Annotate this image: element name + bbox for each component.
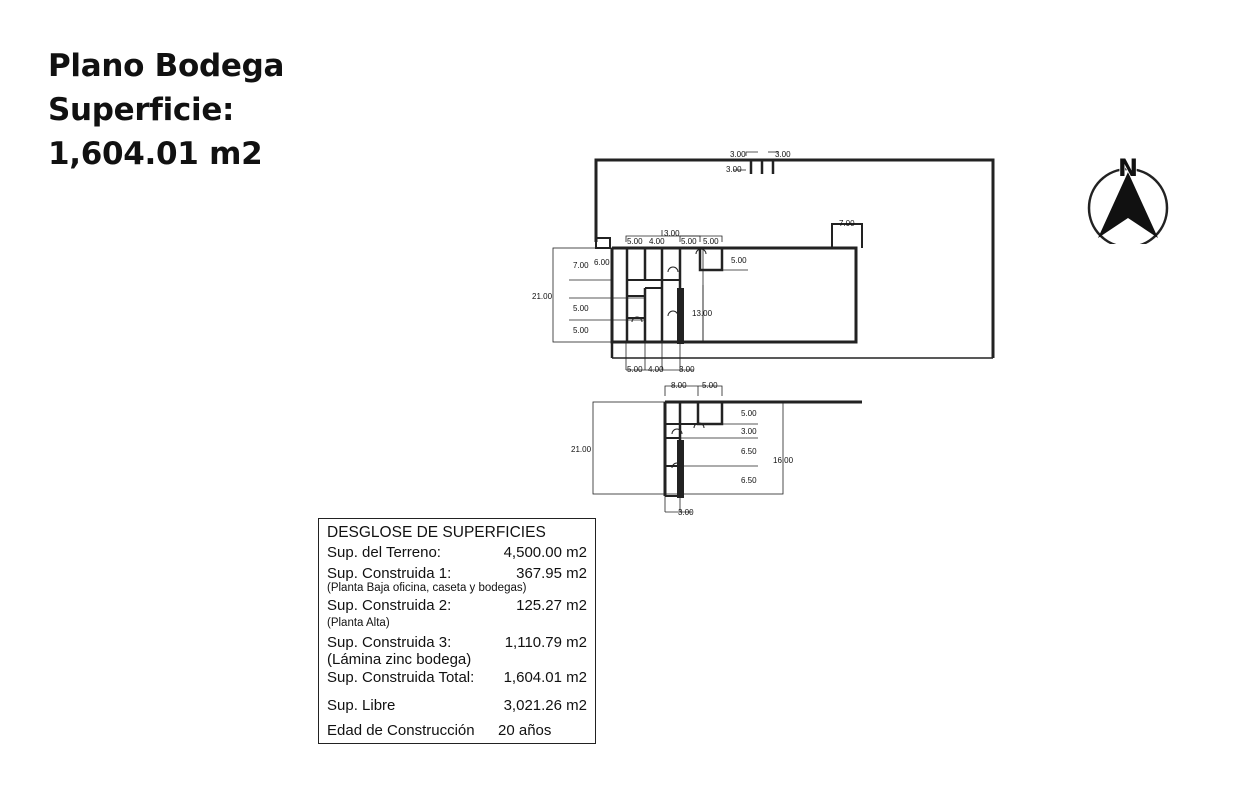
lot-boundary xyxy=(594,158,995,359)
dim-left-total: 21.00 xyxy=(532,292,553,301)
dim-left-5b: 5.00 xyxy=(573,326,589,335)
dim-top-right-notch: 7.00 xyxy=(839,219,855,228)
c1-label: Sup. Construida 1: xyxy=(327,565,452,582)
north-arrow-icon: N xyxy=(1087,153,1169,244)
dim-row-top-3: 3.00 xyxy=(664,229,680,238)
edad-label: Edad de Construcción xyxy=(327,722,475,739)
dim-row-top-2: 4.00 xyxy=(649,237,665,246)
libre-label: Sup. Libre xyxy=(327,697,396,714)
lower-building xyxy=(663,400,862,498)
title-line-2: Superficie: xyxy=(48,92,235,128)
table-header: DESGLOSE DE SUPERFICIES xyxy=(327,524,546,541)
c1-note: (Planta Baja oficina, caseta y bodegas) xyxy=(327,582,527,594)
compass-letter: N xyxy=(1118,154,1138,182)
dim-lower-right-4: 6.50 xyxy=(741,476,757,485)
dim-left-7: 7.00 xyxy=(573,261,589,270)
dim-top-gate-a: 3.00 xyxy=(730,150,746,159)
dim-left-5a: 5.00 xyxy=(573,304,589,313)
title-line-1: Plano Bodega xyxy=(48,48,285,84)
dim-top-gate-c: 3.00 xyxy=(726,165,742,174)
total-value: 1,604.01 m2 xyxy=(503,669,587,686)
c2-label: Sup. Construida 2: xyxy=(327,597,452,614)
terreno-label: Sup. del Terreno: xyxy=(327,544,441,561)
dim-lower-top-1: 8.00 xyxy=(671,381,687,390)
dim-bottom-1: 5.00 xyxy=(627,365,643,374)
dim-row-top-1: 5.00 xyxy=(627,237,643,246)
total-label: Sup. Construida Total: xyxy=(327,669,475,686)
dim-lower-top-2: 5.00 xyxy=(702,381,718,390)
c3-value: 1,110.79 m2 xyxy=(504,634,587,651)
dim-row-top-5: 5.00 xyxy=(703,237,719,246)
surface-breakdown-table: DESGLOSE DE SUPERFICIES Sup. del Terreno… xyxy=(318,518,596,744)
lower-dimension-lines xyxy=(592,385,784,513)
c2-value: 125.27 m2 xyxy=(516,597,587,614)
dim-row-top-4: 5.00 xyxy=(681,237,697,246)
dim-lower-right-1: 5.00 xyxy=(741,409,757,418)
dim-top-gate-b: 3.00 xyxy=(775,150,791,159)
dim-bottom-2: 4.00 xyxy=(648,365,664,374)
dim-right-13: 13.00 xyxy=(692,309,713,318)
upper-dimension-lines xyxy=(552,230,748,371)
dim-lower-left-total: 21.00 xyxy=(571,445,592,454)
title-line-3: 1,604.01 m2 xyxy=(48,136,263,172)
dim-lower-bottom: 3.00 xyxy=(678,508,694,517)
dim-lower-right-total: 16.00 xyxy=(773,456,794,465)
dim-left-6: 6.00 xyxy=(594,258,610,267)
plan-title: Plano Bodega Superficie: 1,604.01 m2 xyxy=(48,44,284,176)
c1-value: 367.95 m2 xyxy=(516,565,587,582)
c3-note: (Lámina zinc bodega) xyxy=(327,651,472,668)
edad-value: 20 años xyxy=(498,722,552,739)
terreno-value: 4,500.00 m2 xyxy=(503,544,587,561)
dim-lower-right-3: 6.50 xyxy=(741,447,757,456)
libre-value: 3,021.26 m2 xyxy=(503,697,587,714)
upper-building xyxy=(595,223,863,359)
dim-bottom-3: 3.00 xyxy=(679,365,695,374)
top-gate xyxy=(733,151,778,174)
c3-label: Sup. Construida 3: xyxy=(327,634,452,651)
c2-note: (Planta Alta) xyxy=(327,617,390,629)
dim-lower-right-2: 3.00 xyxy=(741,427,757,436)
dim-right-5: 5.00 xyxy=(731,256,747,265)
